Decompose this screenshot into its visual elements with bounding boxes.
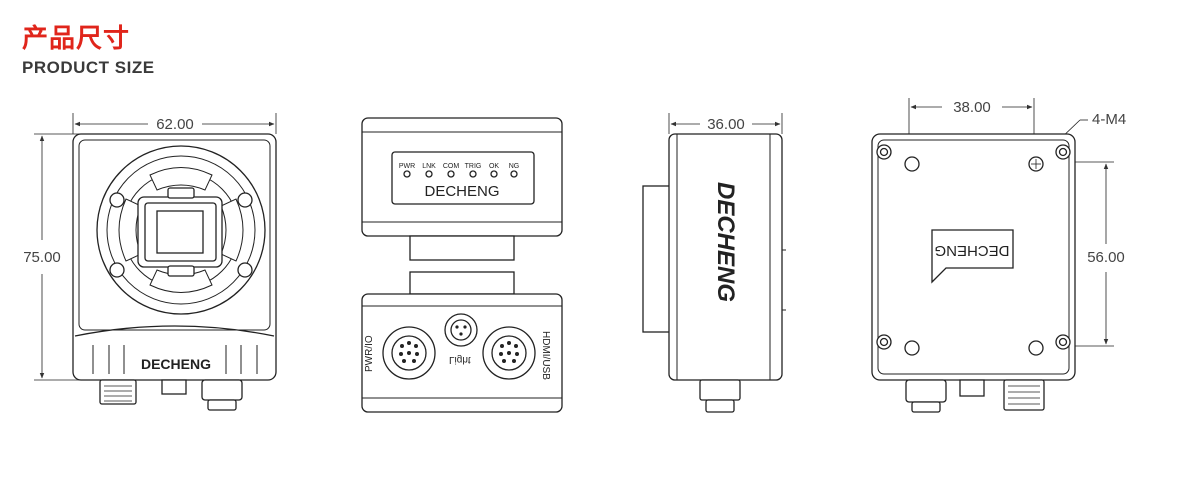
svg-text:COM: COM [443, 163, 460, 170]
label-pwr-io: PWR/IO [364, 335, 375, 372]
indicator-lnk: LNK [422, 163, 436, 178]
svg-text:TRIG: TRIG [465, 163, 482, 170]
indicator-leds: PWR LNK COM TRIG OK NG [399, 163, 520, 178]
side-depth-dimension: 36.00 [668, 113, 783, 134]
front-view: 62.00 75.00 [23, 113, 277, 411]
back-brand-label: DECHENG [934, 242, 1009, 259]
svg-text:NG: NG [509, 163, 520, 170]
indicator-trig: TRIG [465, 163, 482, 178]
top-view: PWR LNK COM TRIG OK NG DECHENG [361, 117, 563, 261]
back-hole-spacing-h-label: 38.00 [953, 99, 991, 116]
side-depth-label: 36.00 [707, 116, 745, 133]
front-width-dimension: 62.00 [72, 113, 277, 134]
side-view: 36.00 DECHENG [642, 113, 786, 413]
connector-view: PWR/IO Light HDMI/USB [361, 271, 563, 413]
indicator-ng: NG [509, 163, 520, 178]
svg-text:PWR: PWR [399, 163, 415, 170]
indicator-com: COM [443, 163, 460, 178]
svg-text:LNK: LNK [422, 163, 436, 170]
front-brand-label: DECHENG [141, 356, 211, 372]
indicator-pwr: PWR [399, 163, 415, 178]
page-title-cn: 产品尺寸 [22, 24, 131, 54]
back-view: 38.00 4-M4 56.00 DECHENG [871, 98, 1126, 413]
front-width-label: 62.00 [156, 116, 194, 133]
label-hdmi-usb: HDMI/USB [540, 331, 551, 380]
top-brand-label: DECHENG [424, 183, 499, 200]
indicator-ok: OK [489, 163, 499, 178]
side-brand-label: DECHENG [712, 182, 739, 302]
front-height-dimension: 75.00 [23, 133, 80, 381]
back-hole-spacing-v-label: 56.00 [1087, 249, 1125, 266]
svg-text:OK: OK [489, 163, 499, 170]
page-title-en: PRODUCT SIZE [22, 58, 155, 77]
label-light: Light [449, 354, 471, 365]
back-hole-callout-label: 4-M4 [1092, 111, 1126, 128]
front-height-label: 75.00 [23, 249, 61, 266]
